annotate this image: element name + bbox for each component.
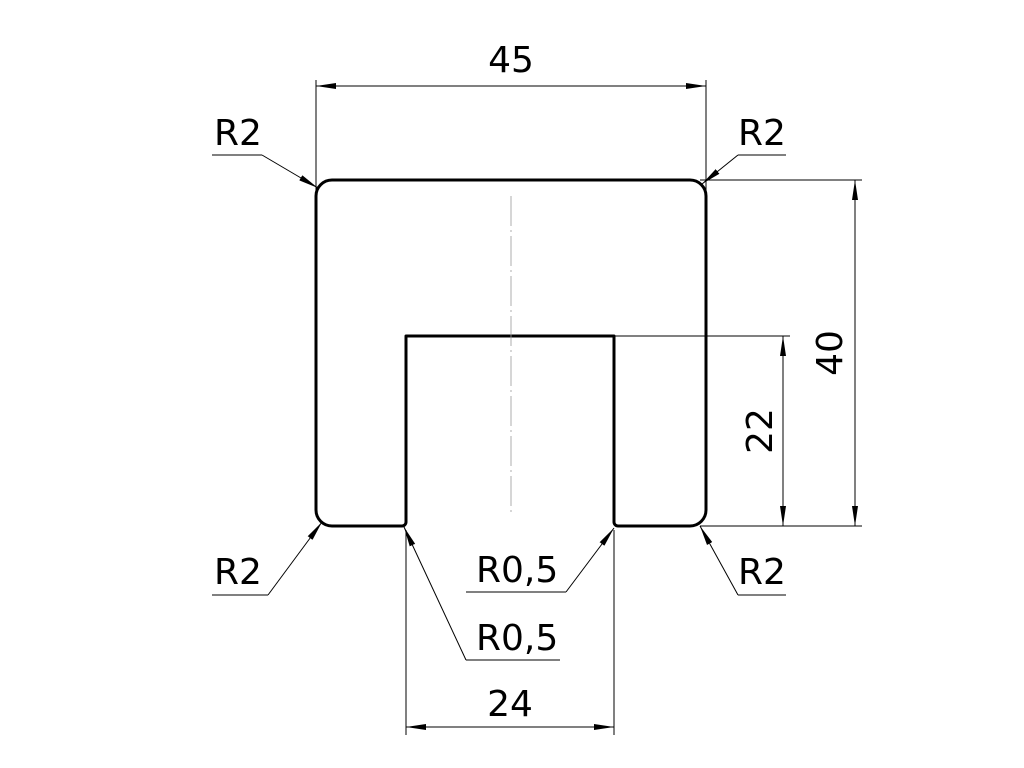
slot-width-label: 24: [487, 684, 533, 725]
radius-slot-right: R0,5: [466, 527, 615, 593]
radius-slot-left: R0,5: [403, 526, 560, 661]
radius-slot-right-label: R0,5: [476, 550, 558, 591]
overall-height-label: 40: [810, 330, 851, 376]
radius-bottom-left-label: R2: [214, 552, 262, 593]
radius-bottom-right: R2: [699, 525, 786, 596]
radius-top-right-label: R2: [738, 113, 786, 154]
dimension-slot-depth: 22: [614, 335, 790, 526]
radius-bottom-right-label: R2: [738, 552, 786, 593]
radius-top-right: R2: [701, 113, 786, 185]
radius-slot-left-label: R0,5: [476, 618, 558, 659]
radius-top-left: R2: [212, 113, 319, 189]
radius-top-left-label: R2: [214, 113, 262, 154]
radius-bottom-left: R2: [212, 521, 323, 596]
dimension-slot-width: 24: [405, 530, 615, 735]
dimension-overall-height: 40: [700, 179, 862, 527]
slot-depth-label: 22: [740, 408, 781, 454]
dimension-overall-width: 45: [315, 40, 707, 190]
overall-width-label: 45: [488, 40, 534, 81]
